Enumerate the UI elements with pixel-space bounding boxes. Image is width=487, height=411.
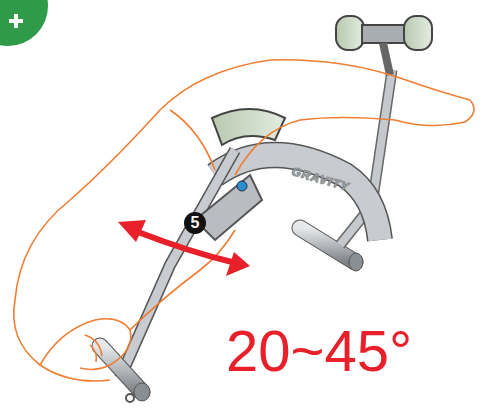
bracket (195, 175, 262, 240)
badge-mark (9, 19, 23, 23)
front-leg (120, 150, 235, 378)
callout-number: 5 (184, 212, 206, 234)
angle-arrow (118, 220, 250, 276)
front-leg (120, 150, 235, 378)
front-base (100, 346, 150, 402)
angle-range: 20~45° (226, 322, 412, 380)
knob (237, 181, 247, 191)
step-badge (0, 0, 48, 46)
seat-pad (212, 109, 285, 145)
person-outline (14, 60, 474, 381)
